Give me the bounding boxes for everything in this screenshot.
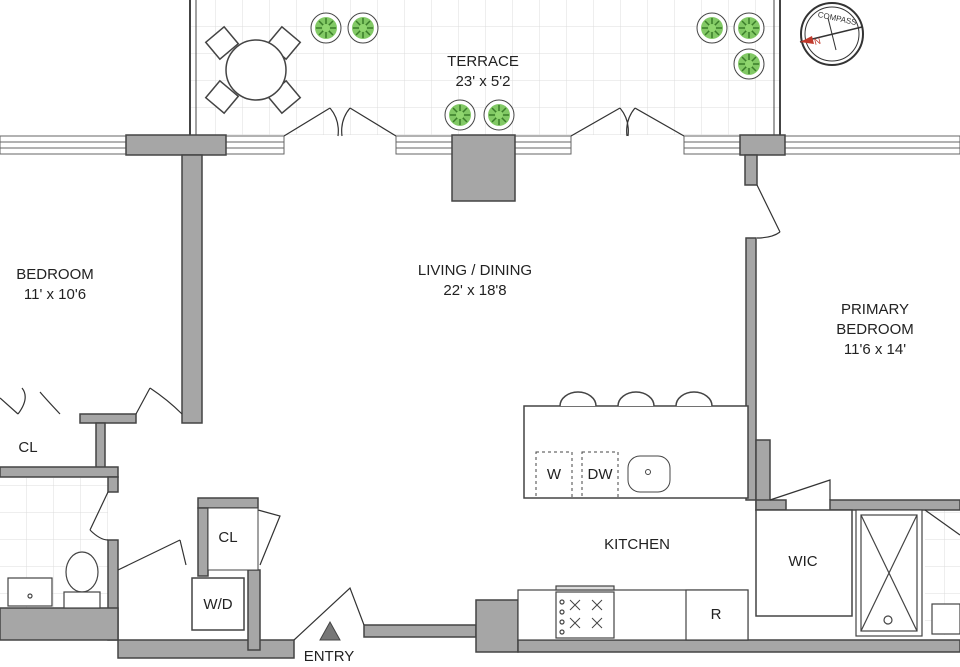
living-dining-dims: 22' x 18'8: [443, 282, 507, 299]
entry-label: ENTRY: [303, 648, 355, 665]
living-dining-name: LIVING / DINING: [417, 262, 533, 279]
closet-box: [207, 507, 259, 571]
terrace-name: TERRACE: [447, 53, 519, 70]
wic-box: [755, 509, 853, 617]
wic-label: WIC: [788, 553, 818, 570]
washer-dryer-label: W/D: [203, 596, 233, 613]
primary-bedroom-label: PRIMARY BEDROOM 11'6 x 14': [810, 300, 940, 360]
bedroom-dims: 11' x 10'6: [23, 286, 87, 303]
closet-hall-label: CL: [218, 529, 238, 546]
bedroom-label: BEDROOM 11' x 10'6: [0, 265, 110, 305]
primary-bedroom-name-1: PRIMARY: [840, 301, 910, 318]
bedroom-name: BEDROOM: [16, 266, 94, 283]
kitchen-counter: [517, 585, 749, 641]
kitchen-label: KITCHEN: [604, 536, 670, 553]
doors: [0, 107, 960, 641]
closet-bedroom-label: CL: [18, 439, 38, 456]
refrigerator-label: R: [710, 606, 722, 623]
compass-icon: N COMPASS: [799, 2, 864, 66]
terrace-table-icon: [204, 25, 302, 115]
living-dining-label: LIVING / DINING 22' x 18'8: [390, 261, 560, 301]
kitchen-island: [523, 391, 749, 499]
bathroom-fixtures: [7, 551, 101, 609]
wine-fridge-label: W: [546, 466, 562, 483]
terrace-dims: 23' x 5'2: [455, 73, 511, 90]
primary-bedroom-name-2: BEDROOM: [836, 321, 914, 338]
entry-arrow-icon: [319, 620, 341, 641]
terrace-label: TERRACE 23' x 5'2: [420, 52, 546, 92]
shower-icon: [855, 509, 960, 637]
dishwasher-label: DW: [587, 466, 613, 483]
washer-dryer-box: [191, 577, 245, 631]
compass-north: N: [813, 36, 822, 47]
primary-bedroom-dims: 11'6 x 14': [843, 341, 907, 358]
windows: [0, 135, 960, 155]
